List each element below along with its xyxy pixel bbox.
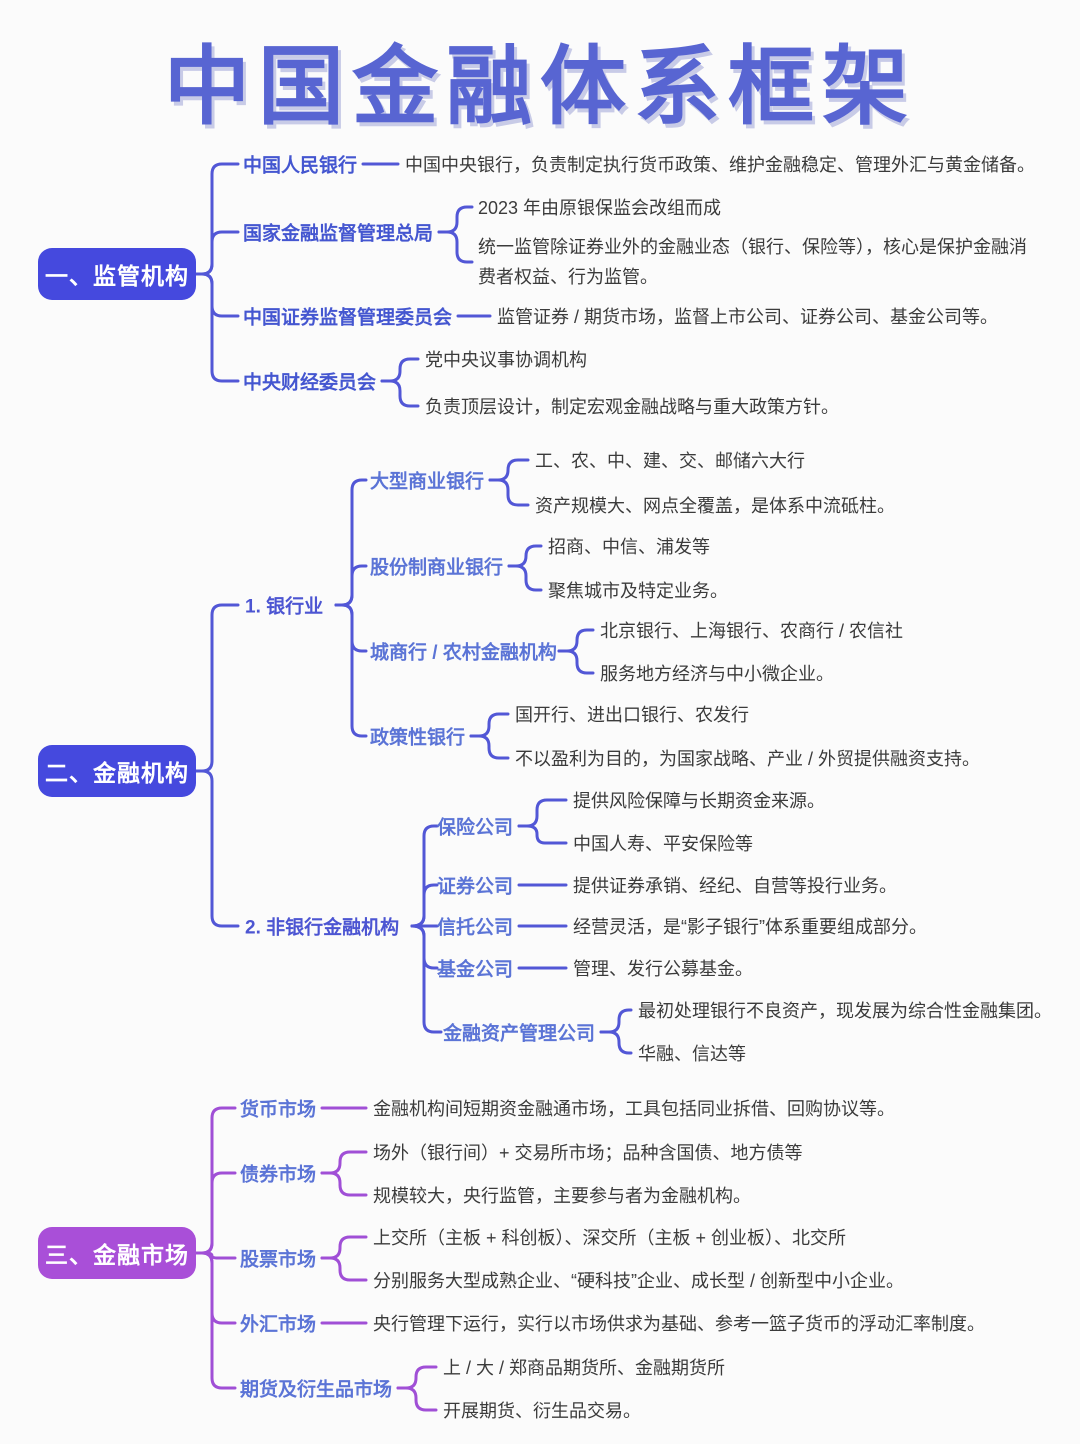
branch-stock-market: 股票市场 — [240, 1249, 317, 1271]
branch-bond-market: 债券市场 — [240, 1164, 317, 1186]
detail-csrc: 监管证券 / 期货市场，监督上市公司、证券公司、基金公司等。 — [497, 307, 999, 327]
branch-pboc: 中国人民银行 — [243, 155, 358, 177]
detail-cfec-1: 党中央议事协调机构 — [425, 350, 587, 370]
detail-bond-market-1: 场外（银行间）+ 交易所市场；品种含国债、地方债等 — [373, 1143, 803, 1163]
detail-large-banks-2: 资产规模大、网点全覆盖，是体系中流砥柱。 — [535, 496, 895, 516]
detail-joint-stock-1: 招商、中信、浦发等 — [548, 537, 710, 557]
branch-banking: 1. 银行业 — [245, 596, 324, 618]
detail-pboc: 中国中央银行，负责制定执行货币政策、维护金融稳定、管理外汇与黄金储备。 — [405, 155, 1035, 175]
branch-fund: 基金公司 — [437, 959, 514, 981]
branch-policy-banks: 政策性银行 — [370, 727, 466, 749]
detail-insurance-2: 中国人寿、平安保险等 — [573, 834, 753, 854]
branch-large-banks: 大型商业银行 — [370, 471, 485, 493]
branch-insurance: 保险公司 — [437, 817, 514, 839]
detail-futures-market-1: 上 / 大 / 郑商品期货所、金融期货所 — [443, 1358, 726, 1378]
detail-securities: 提供证券承销、经纪、自营等投行业务。 — [573, 876, 897, 896]
detail-forex-market: 央行管理下运行，实行以市场供求为基础、参考一篮子货币的浮动汇率制度。 — [373, 1314, 985, 1334]
detail-cfec-2: 负责顶层设计，制定宏观金融战略与重大政策方针。 — [425, 397, 839, 417]
detail-policy-banks-1: 国开行、进出口银行、农发行 — [515, 705, 749, 725]
detail-stock-market-2: 分别服务大型成熟企业、“硬科技”企业、成长型 / 创新型中小企业。 — [373, 1271, 904, 1291]
branch-nfra: 国家金融监督管理总局 — [243, 223, 434, 245]
detail-money-market: 金融机构间短期资金融通市场，工具包括同业拆借、回购协议等。 — [373, 1099, 895, 1119]
detail-bond-market-2: 规模较大，央行监管，主要参与者为金融机构。 — [373, 1186, 751, 1206]
branch-csrc: 中国证券监督管理委员会 — [243, 307, 453, 329]
detail-stock-market-1: 上交所（主板 + 科创板）、深交所（主板 + 创业板）、北交所 — [373, 1228, 847, 1248]
branch-money-market: 货币市场 — [240, 1099, 317, 1121]
detail-trust: 经营灵活，是“影子银行”体系重要组成部分。 — [573, 917, 927, 937]
detail-amc-2: 华融、信达等 — [638, 1044, 746, 1064]
detail-nfra-2: 统一监管除证券业外的金融业态（银行、保险等），核心是保护金融消费者权益、行为监管… — [478, 237, 1027, 287]
branch-city-rural-banks: 城商行 / 农村金融机构 — [370, 642, 557, 664]
detail-city-rural-1: 北京银行、上海银行、农商行 / 农信社 — [600, 621, 904, 641]
detail-policy-banks-2: 不以盈利为目的，为国家战略、产业 / 外贸提供融资支持。 — [515, 749, 981, 769]
detail-large-banks-1: 工、农、中、建、交、邮储六大行 — [535, 451, 805, 471]
detail-amc-1: 最初处理银行不良资产，现发展为综合性金融集团。 — [638, 1001, 1052, 1021]
detail-city-rural-2: 服务地方经济与中小微企业。 — [600, 664, 834, 684]
detail-insurance-1: 提供风险保障与长期资金来源。 — [573, 791, 825, 811]
detail-fund: 管理、发行公募基金。 — [573, 959, 753, 979]
branch-forex-market: 外汇市场 — [240, 1314, 317, 1336]
branch-securities: 证券公司 — [437, 876, 514, 898]
section-box-institutions: 二、金融机构 — [38, 745, 196, 797]
branch-amc: 金融资产管理公司 — [443, 1023, 596, 1045]
page-title: 中国金融体系框架 — [164, 39, 916, 135]
branch-futures-market: 期货及衍生品市场 — [240, 1379, 393, 1401]
section-box-markets: 三、金融市场 — [38, 1227, 196, 1279]
detail-nfra-1: 2023 年由原银保监会改组而成 — [478, 198, 722, 218]
branch-joint-stock-banks: 股份制商业银行 — [370, 557, 504, 579]
branch-cfec: 中央财经委员会 — [243, 372, 377, 394]
branch-trust: 信托公司 — [437, 917, 514, 939]
section-box-regulators: 一、监管机构 — [38, 248, 196, 300]
branch-nonbank: 2. 非银行金融机构 — [245, 917, 400, 939]
detail-joint-stock-2: 聚焦城市及特定业务。 — [548, 581, 728, 601]
detail-futures-market-2: 开展期货、衍生品交易。 — [443, 1401, 641, 1421]
